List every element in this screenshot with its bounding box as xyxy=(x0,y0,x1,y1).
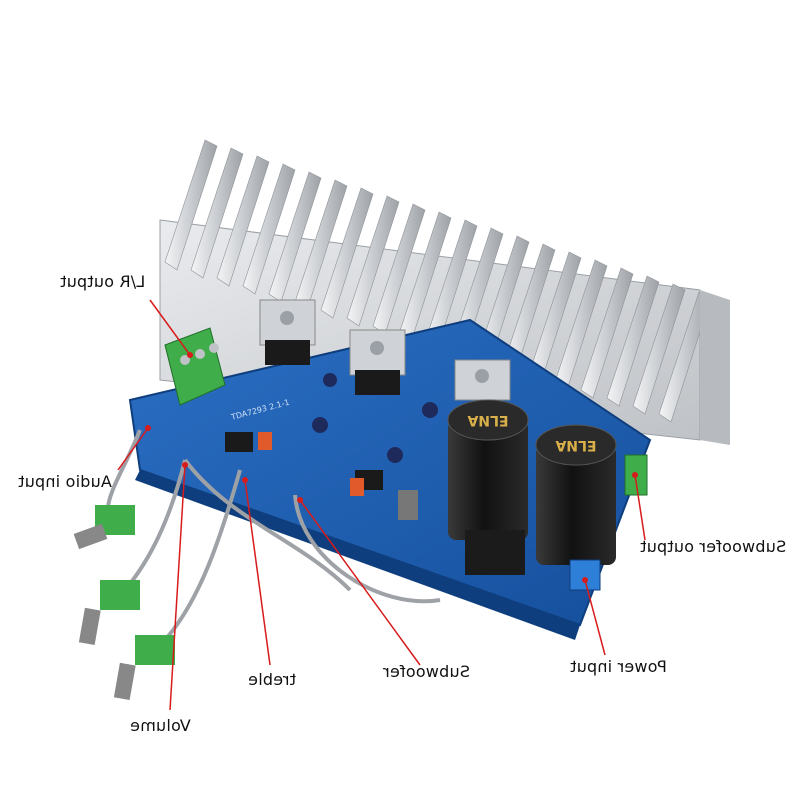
heatsink-fin xyxy=(606,275,660,407)
potentiometers xyxy=(73,505,175,701)
subwoofer-label: Subwoofer xyxy=(383,662,470,681)
volume-label: Volume xyxy=(130,716,191,735)
small-components xyxy=(225,373,438,520)
heatsink-fin xyxy=(346,195,400,327)
audio-input-label: Audio input xyxy=(18,472,112,491)
filter-capacitors: ELNA ELNA xyxy=(447,399,617,575)
heatsink-fin xyxy=(320,187,374,319)
heatsink-fin xyxy=(216,155,270,287)
heatsink-fin xyxy=(190,147,244,279)
heatsink-fin xyxy=(580,267,634,399)
leader-lines xyxy=(117,299,646,711)
subwoofer-output-label: Subwoofer output xyxy=(640,537,787,556)
heatsink-fin xyxy=(242,163,296,295)
svg-text:ELNA: ELNA xyxy=(555,437,596,453)
heatsink-fin xyxy=(164,139,218,271)
svg-text:ELNA: ELNA xyxy=(467,412,508,428)
lr-output-label: L/R output xyxy=(60,272,146,291)
power-input-label: Power input xyxy=(570,657,667,676)
leader-endpoints xyxy=(145,352,638,583)
heatsink-fin xyxy=(632,283,686,415)
treble-label: treble xyxy=(248,670,296,689)
power-transistors xyxy=(259,299,511,401)
